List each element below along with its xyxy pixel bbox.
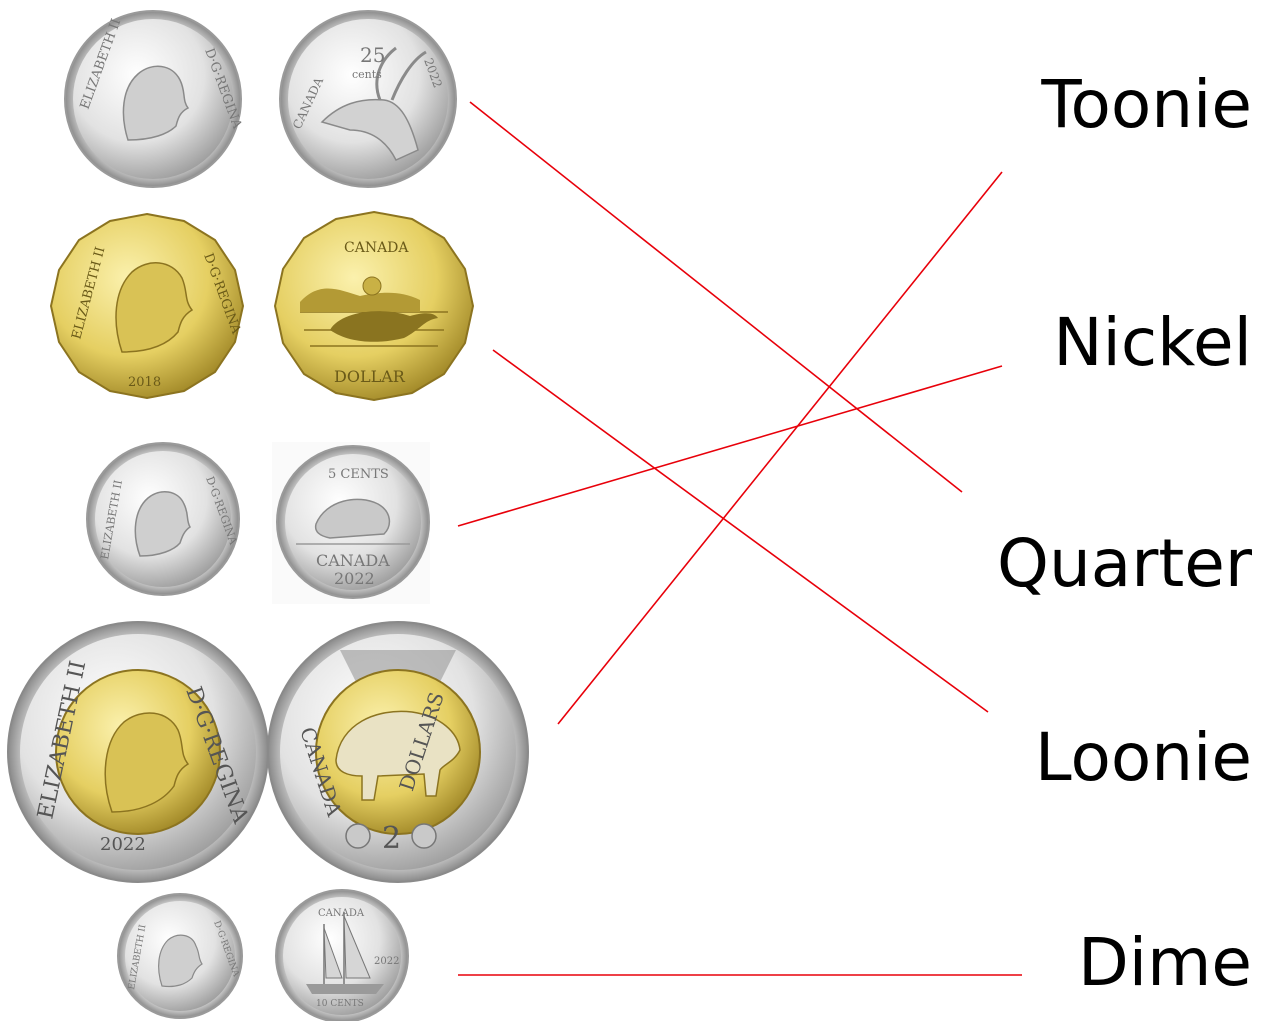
dime-obverse: ELIZABETH II D·G·REGINA: [118, 894, 242, 1018]
quarter-denomination: 25: [360, 43, 385, 67]
toonie-obverse-year: 2022: [100, 834, 146, 855]
loonie-bottom: DOLLAR: [334, 367, 406, 386]
loonie-obverse-year: 2018: [128, 375, 161, 390]
quarter-obverse: ELIZABETH II D·G·REGINA: [65, 11, 244, 187]
loonie-reverse: CANADA DOLLAR: [275, 212, 473, 400]
nickel-obverse: ELIZABETH II D·G·REGINA: [87, 443, 240, 595]
maple-leaf-icon: [346, 824, 370, 848]
quarter-reverse: 25 cents CANADA 2022: [280, 11, 456, 187]
dime-denomination: 10 CENTS: [316, 999, 364, 1009]
label-dime: Dime: [1078, 924, 1252, 1001]
nickel-country: CANADA: [316, 551, 390, 570]
toonie-reverse: CANADA DOLLARS 2: [268, 622, 528, 882]
nickel-denomination: 5 CENTS: [328, 467, 389, 482]
dime-year: 2022: [374, 956, 399, 967]
label-nickel: Nickel: [1053, 304, 1252, 381]
line-quarter-to-quarter-label: [470, 102, 962, 492]
loonie-country: CANADA: [344, 240, 409, 256]
coin-labels: Toonie Nickel Quarter Loonie Dime: [997, 66, 1253, 1001]
line-nickel-to-nickel-label: [458, 366, 1002, 526]
maple-leaf-icon: [412, 824, 436, 848]
loonie-obverse: ELIZABETH II D·G·REGINA 2018: [51, 214, 243, 398]
nickel-reverse: 5 CENTS CANADA 2022: [272, 442, 430, 604]
maple-leaf-icon: [363, 277, 381, 295]
connector-lines: [458, 102, 1022, 975]
dime-country: CANADA: [318, 908, 365, 919]
line-loonie-to-loonie-label: [493, 350, 988, 712]
toonie-denomination: 2: [382, 821, 401, 856]
nickel-year: 2022: [334, 569, 375, 588]
toonie-obverse: ELIZABETH II D·G·REGINA 2022: [8, 622, 268, 882]
label-toonie: Toonie: [1040, 66, 1252, 143]
line-toonie-to-toonie-label: [558, 172, 1002, 724]
label-quarter: Quarter: [997, 525, 1253, 602]
bluenose-hull: [306, 984, 384, 994]
label-loonie: Loonie: [1035, 719, 1252, 796]
dime-reverse: CANADA 2022 10 CENTS: [276, 890, 408, 1021]
quarter-unit: cents: [352, 68, 382, 81]
